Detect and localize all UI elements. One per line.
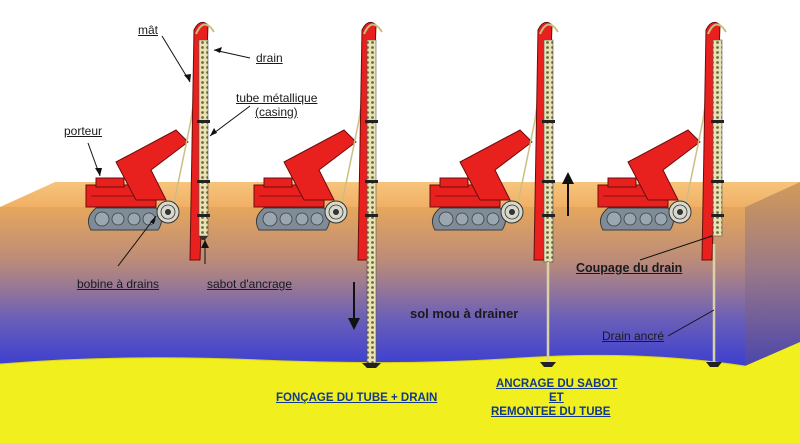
caption-ancrage-line2: ET <box>549 392 564 404</box>
anchor-shoe-1 <box>199 236 208 240</box>
up-arrow-icon <box>562 172 574 216</box>
ground-side-face <box>745 182 800 395</box>
rig-3 <box>429 21 559 261</box>
label-mat: mât <box>138 23 159 37</box>
casing-tube-1 <box>198 39 209 237</box>
label-porteur: porteur <box>64 124 103 138</box>
firm-base-layer <box>0 342 800 443</box>
casing-tube-4 <box>712 39 723 237</box>
label-bobine: bobine à drains <box>77 277 160 291</box>
caption-ancrage-line3: REMONTEE DU TUBE <box>491 406 611 418</box>
anchor-shoe-4 <box>706 362 722 367</box>
label-casing: (casing) <box>255 105 298 119</box>
anchor-shoe-2 <box>362 363 381 368</box>
caption-foncage: FONÇAGE DU TUBE + DRAIN <box>276 392 438 404</box>
label-drain-ancre: Drain ancré <box>602 329 665 343</box>
label-tube-metallique: tube métallique <box>236 91 318 105</box>
caption-ancrage-line1: ANCRAGE DU SABOT <box>496 378 618 390</box>
casing-tube-2 <box>366 39 377 364</box>
label-drain: drain <box>256 51 283 65</box>
casing-tube-3 <box>543 39 554 263</box>
label-coupage: Coupage du drain <box>576 261 683 275</box>
down-arrow-icon <box>348 282 360 330</box>
rig-4 <box>597 21 727 261</box>
label-sol-mou: sol mou à drainer <box>410 306 519 321</box>
anchor-shoe-3 <box>540 362 556 367</box>
label-sabot: sabot d'ancrage <box>207 277 293 291</box>
